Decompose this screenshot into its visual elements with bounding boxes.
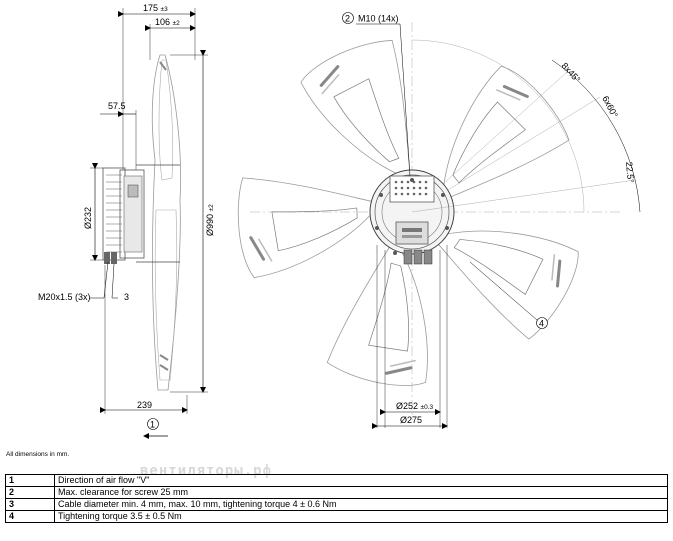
callout-3: 3 [124, 292, 129, 302]
legend-text: Cable diameter min. 4 mm, max. 10 mm, ti… [54, 498, 668, 511]
front-view: 2 M10 (14x) 8x45° 6x60° 22.5° 4 Ø252 ±0.… [235, 12, 641, 429]
screw-thread-label: M10 (14x) [358, 14, 399, 24]
angle-6x60: 6x60° [600, 94, 620, 119]
legend-text: Direction of air flow "V" [54, 474, 668, 487]
dim-239: 239 [137, 400, 152, 410]
legend-num: 3 [5, 498, 55, 511]
legend-table: 1 Direction of air flow "V" 2 Max. clear… [5, 474, 668, 523]
dim-bolt-circle: Ø252 ±0.3 [396, 401, 434, 411]
dim-106: 106 ±2 [155, 17, 180, 27]
legend-row: 3 Cable diameter min. 4 mm, max. 10 mm, … [5, 498, 668, 511]
legend-row: 1 Direction of air flow "V" [5, 474, 668, 487]
legend-num: 4 [5, 510, 55, 523]
legend-text: Tightening torque 3.5 ± 0.5 Nm [54, 510, 668, 523]
callout-2: 2 [345, 14, 350, 24]
dim-motor-dia: Ø232 [83, 207, 93, 229]
angle-22-5: 22.5° [624, 161, 636, 183]
units-note: All dimensions in mm. [6, 451, 70, 458]
legend-num: 1 [5, 474, 55, 487]
legend-num: 2 [5, 486, 55, 499]
legend-row: 2 Max. clearance for screw 25 mm [5, 486, 668, 499]
side-view: 175 ±3 106 ±2 57.5 [38, 3, 215, 439]
dim-overall-dia: Ø990 ±2 [205, 204, 215, 236]
dim-flange-dia: Ø275 [400, 415, 422, 425]
dim-175: 175 ±3 [143, 3, 168, 13]
callout-4: 4 [539, 319, 544, 329]
cable-gland-label: M20x1.5 (3x) [38, 292, 91, 302]
callout-1: 1 [150, 420, 155, 430]
legend-text: Max. clearance for screw 25 mm [54, 486, 668, 499]
technical-drawing: 175 ±3 106 ±2 57.5 [38, 3, 641, 439]
angle-8x45: 8x45° [560, 61, 583, 85]
legend-row: 4 Tightening torque 3.5 ± 0.5 Nm [5, 510, 668, 523]
dim-57-5: 57.5 [108, 101, 126, 111]
